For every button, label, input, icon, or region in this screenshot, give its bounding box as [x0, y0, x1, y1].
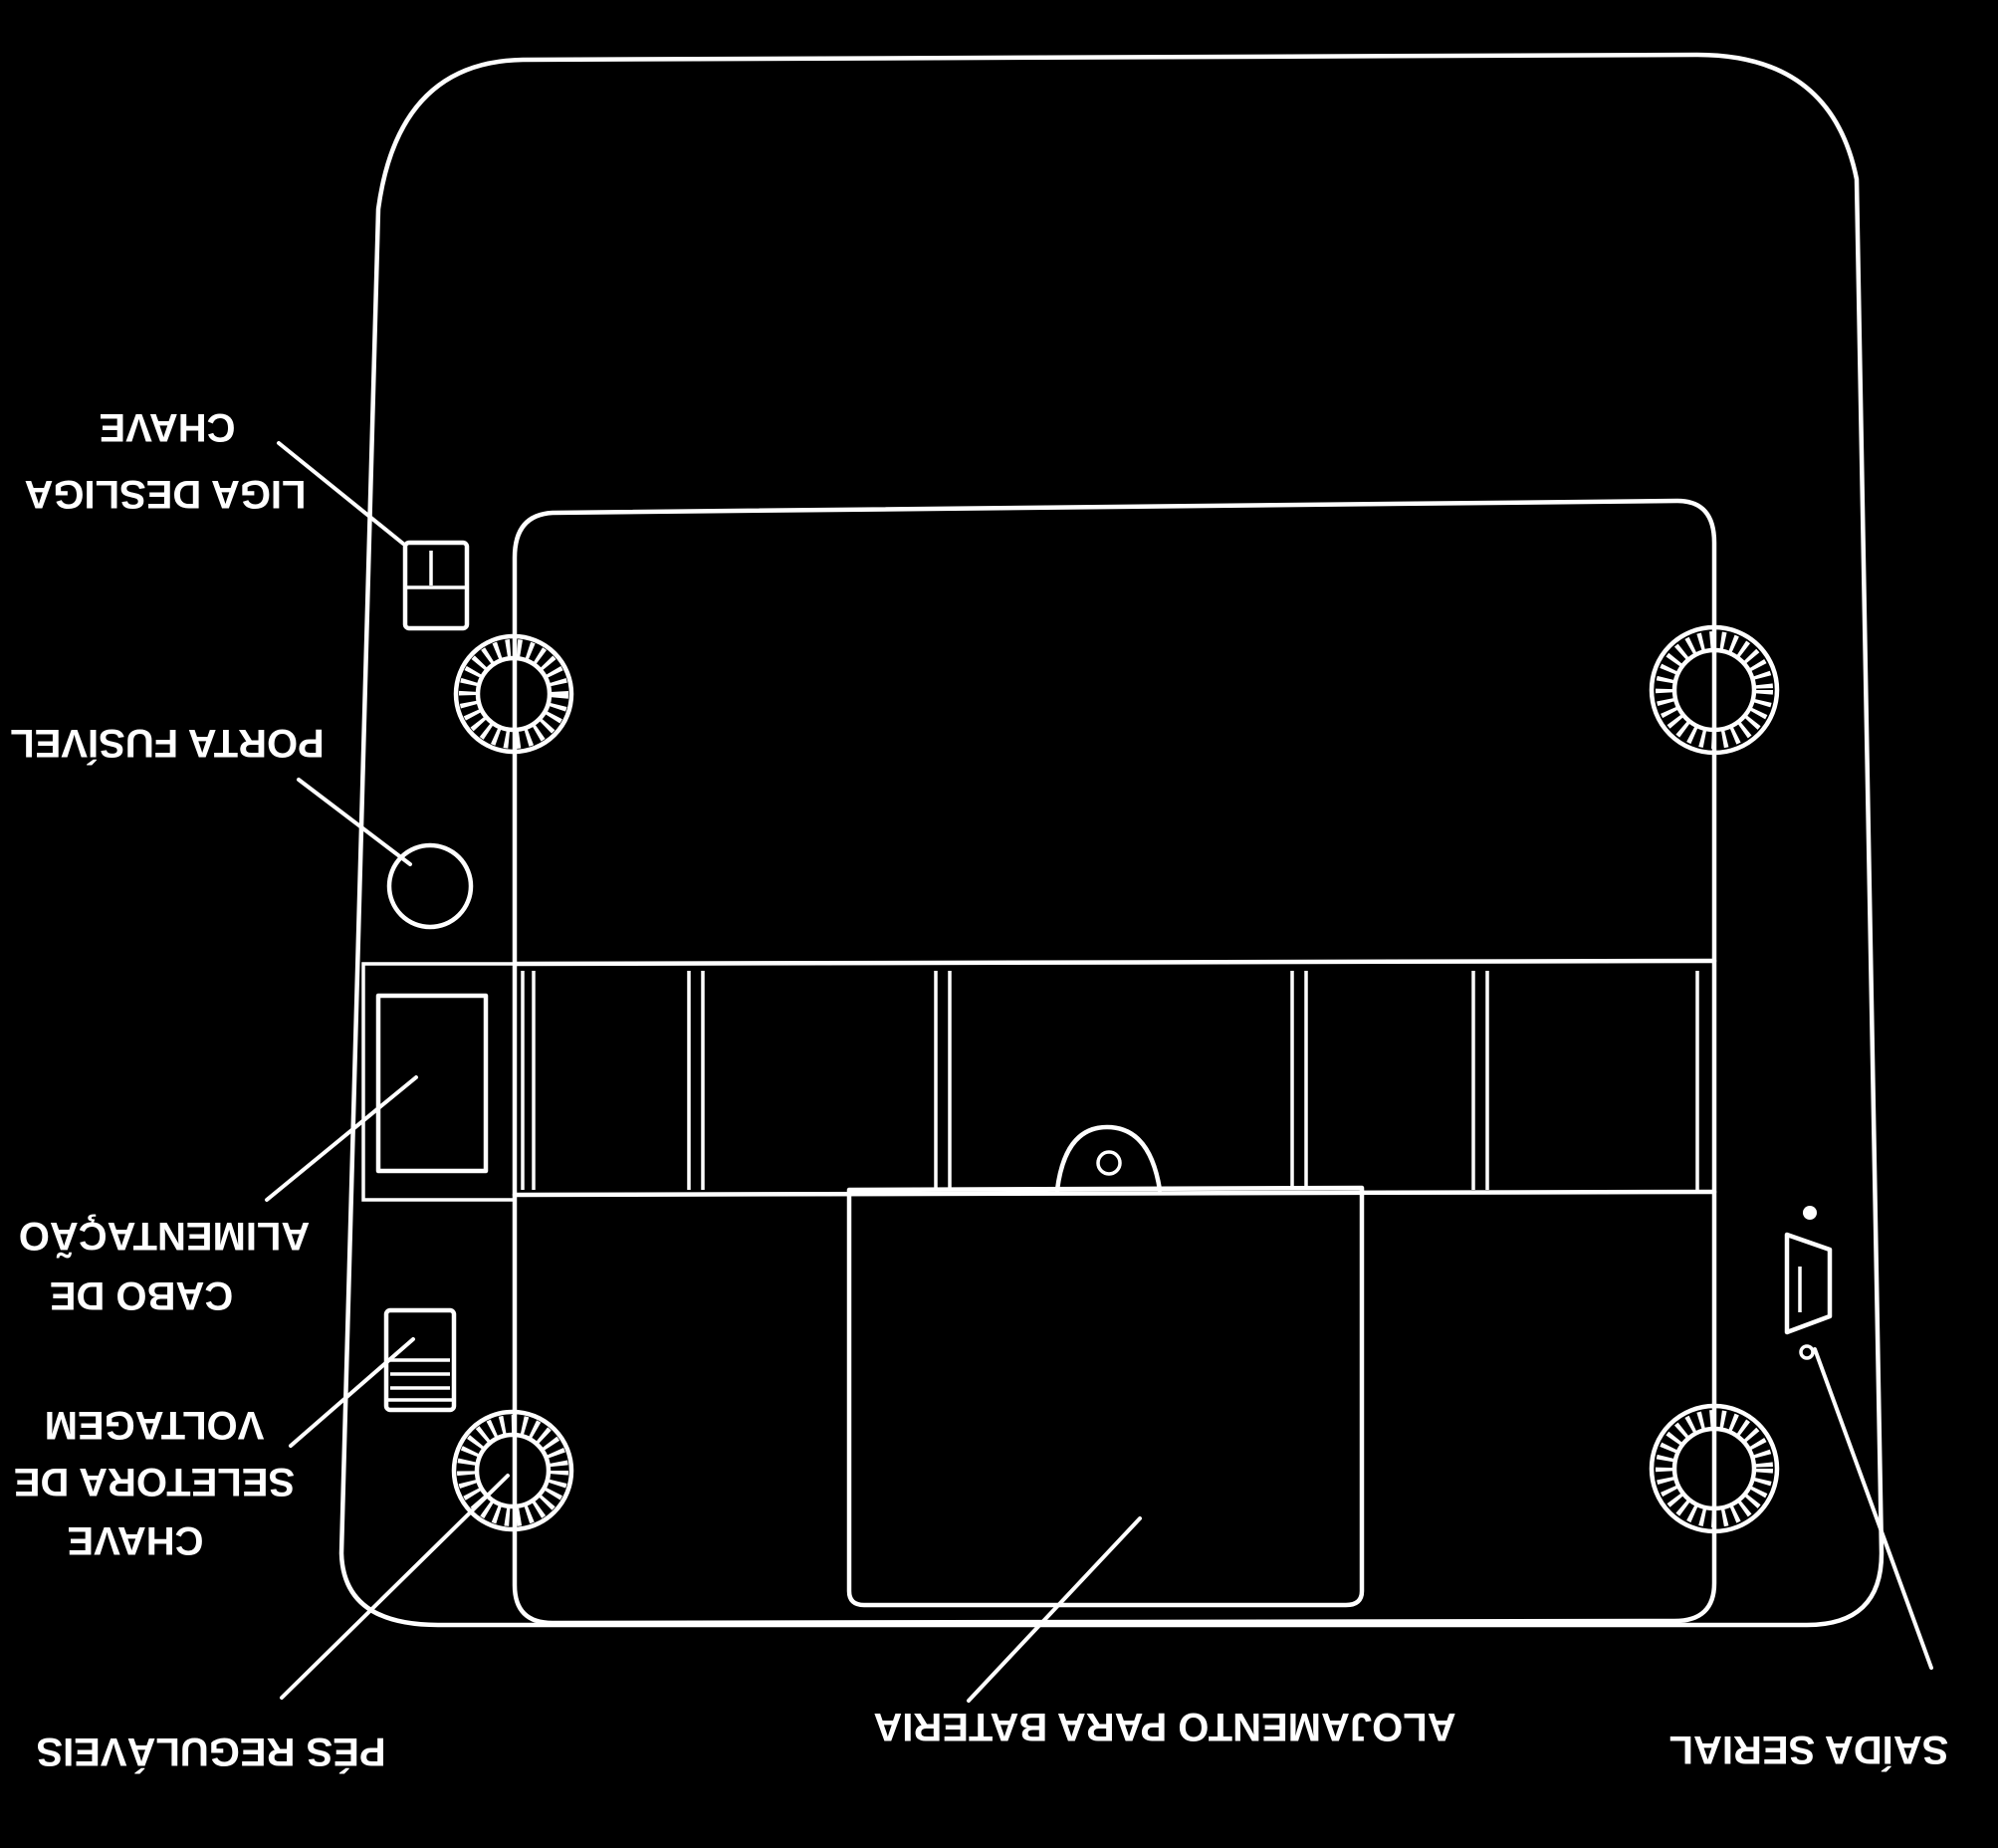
leader-fuse-holder — [297, 778, 412, 866]
adjustable-foot-top-right — [1649, 624, 1780, 756]
base-plate — [512, 498, 1717, 1626]
battery-lid-tab — [1054, 1124, 1163, 1193]
leader-power-switch — [277, 441, 405, 546]
leader-adjustable-feet — [280, 1474, 510, 1700]
leader-power-cable — [265, 1075, 418, 1202]
power-cable-connector — [375, 993, 489, 1174]
label-chave-liga-desliga-2: LIGA DESLIGA — [25, 472, 307, 516]
battery-lid-screw-icon — [1096, 1150, 1122, 1176]
leader-serial-port — [1813, 1347, 1933, 1670]
label-cabo-alimentacao-2: ALIMENTAÇÃO — [19, 1214, 311, 1260]
label-chave-liga-desliga-1: CHAVE — [99, 405, 235, 449]
label-saida-serial: SAÍDA SERIAL — [1669, 1728, 1949, 1772]
adjustable-foot-top-left — [453, 633, 574, 755]
battery-compartment-lid — [846, 1185, 1365, 1608]
label-pes-regulaveis: PÉS REGULÁVEIS — [36, 1730, 385, 1774]
fuse-holder — [386, 842, 474, 930]
serial-port — [1784, 1206, 1833, 1360]
adjustable-foot-bottom-right — [1649, 1403, 1780, 1534]
leader-battery-compartment — [967, 1516, 1142, 1703]
voltage-selector-switch — [383, 1307, 457, 1413]
power-cable-recess — [361, 962, 517, 1202]
adjustable-foot-bottom-left — [451, 1409, 574, 1532]
label-chave-seletora-2: SELETORA DE — [14, 1460, 295, 1503]
label-chave-seletora-3: VOLTAGEM — [45, 1403, 265, 1447]
housing-outline — [338, 52, 1885, 1628]
label-chave-seletora-1: CHAVE — [67, 1518, 203, 1562]
ribbed-band — [512, 958, 1717, 1198]
label-alojamento-bateria: ALOJAMENTO PARA BATERIA — [873, 1705, 1455, 1748]
label-porta-fusivel: PORTA FUSÍVEL — [10, 721, 325, 766]
label-cabo-alimentacao-1: CABO DE — [50, 1273, 233, 1317]
power-switch — [402, 540, 470, 631]
leader-voltage-selector — [289, 1337, 415, 1448]
